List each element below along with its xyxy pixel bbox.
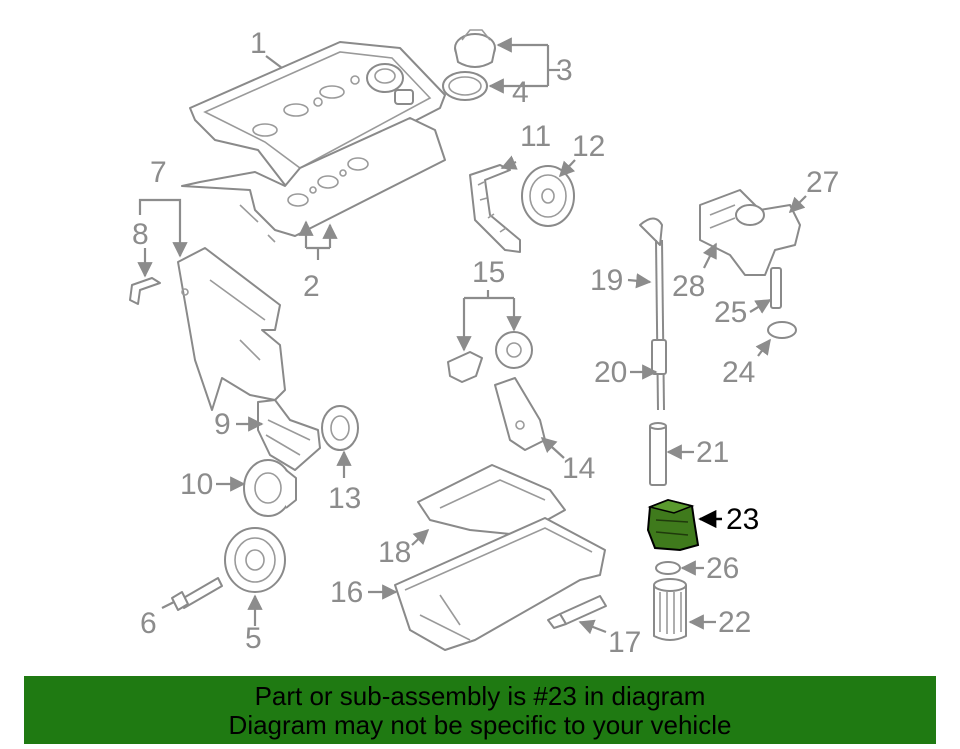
part-9-lower-cover [257, 399, 321, 471]
parts-diagram: 1 2 3 4 5 6 7 8 9 10 11 12 13 14 15 16 1… [129, 27, 839, 659]
callout-6: 6 [140, 607, 157, 640]
callout-8: 8 [132, 218, 149, 251]
part-13-gear [321, 405, 359, 451]
part-3-filler-cap [454, 29, 496, 68]
part-14-bracket [494, 377, 546, 451]
part-4-seal-inner [448, 76, 482, 96]
part-22-oil-filter [653, 578, 687, 641]
part-18-baffle [417, 464, 566, 536]
part-21-tube [649, 422, 667, 486]
part-27-filter-housing [699, 189, 801, 276]
callout-25: 25 [714, 296, 747, 329]
callout-7: 7 [150, 156, 167, 189]
part-11-timing-belt [469, 164, 521, 253]
callout-17: 17 [608, 626, 641, 659]
callout-23-highlighted: 23 [726, 503, 759, 536]
callout-labels: 1 2 3 4 5 6 7 8 9 10 11 12 13 14 15 16 1… [132, 27, 839, 659]
part-26-seal [655, 561, 681, 575]
callout-3: 3 [556, 54, 573, 87]
callout-16: 16 [330, 576, 363, 609]
part-17-sealant-tube [547, 595, 607, 629]
part-24-oring [767, 321, 797, 339]
callout-14: 14 [562, 452, 595, 485]
callout-26: 26 [706, 552, 739, 585]
part-7-timing-cover [177, 247, 286, 411]
part-8-clip [129, 277, 161, 305]
callout-27: 27 [806, 166, 839, 199]
part-5-pulley [224, 527, 286, 593]
callout-20: 20 [594, 356, 627, 389]
callout-22: 22 [718, 606, 751, 639]
callout-11: 11 [520, 120, 551, 153]
banner-line-1: Part or sub-assembly is #23 in diagram [254, 681, 706, 711]
callout-13: 13 [328, 482, 361, 515]
part-10-crank-sprocket [243, 459, 297, 517]
banner-line-2: Diagram may not be specific to your vehi… [228, 710, 732, 740]
callout-12: 12 [572, 130, 605, 163]
callout-28: 28 [672, 270, 705, 303]
callout-1: 1 [250, 27, 267, 60]
callout-15: 15 [472, 256, 505, 289]
part-19-dipstick [639, 217, 667, 411]
callout-24: 24 [722, 356, 755, 389]
callout-18: 18 [378, 536, 411, 569]
part-25-stud [770, 267, 782, 309]
callout-2: 2 [303, 270, 320, 303]
part-2-gasket [181, 117, 446, 243]
callout-19: 19 [590, 264, 623, 297]
part-16-oil-pan [394, 517, 606, 651]
callout-9: 9 [214, 408, 231, 441]
part-6-bolt [171, 577, 223, 611]
callout-10: 10 [180, 468, 213, 501]
info-banner: Part or sub-assembly is #23 in diagram D… [24, 676, 936, 744]
part-12-cam-sprocket [521, 165, 575, 227]
callout-4: 4 [512, 76, 529, 109]
callout-21: 21 [696, 436, 729, 469]
part-15-tensioner [447, 331, 533, 383]
leader-lines [137, 37, 807, 635]
callout-5: 5 [245, 622, 262, 655]
part-23-oil-cooler-highlighted [646, 498, 700, 552]
